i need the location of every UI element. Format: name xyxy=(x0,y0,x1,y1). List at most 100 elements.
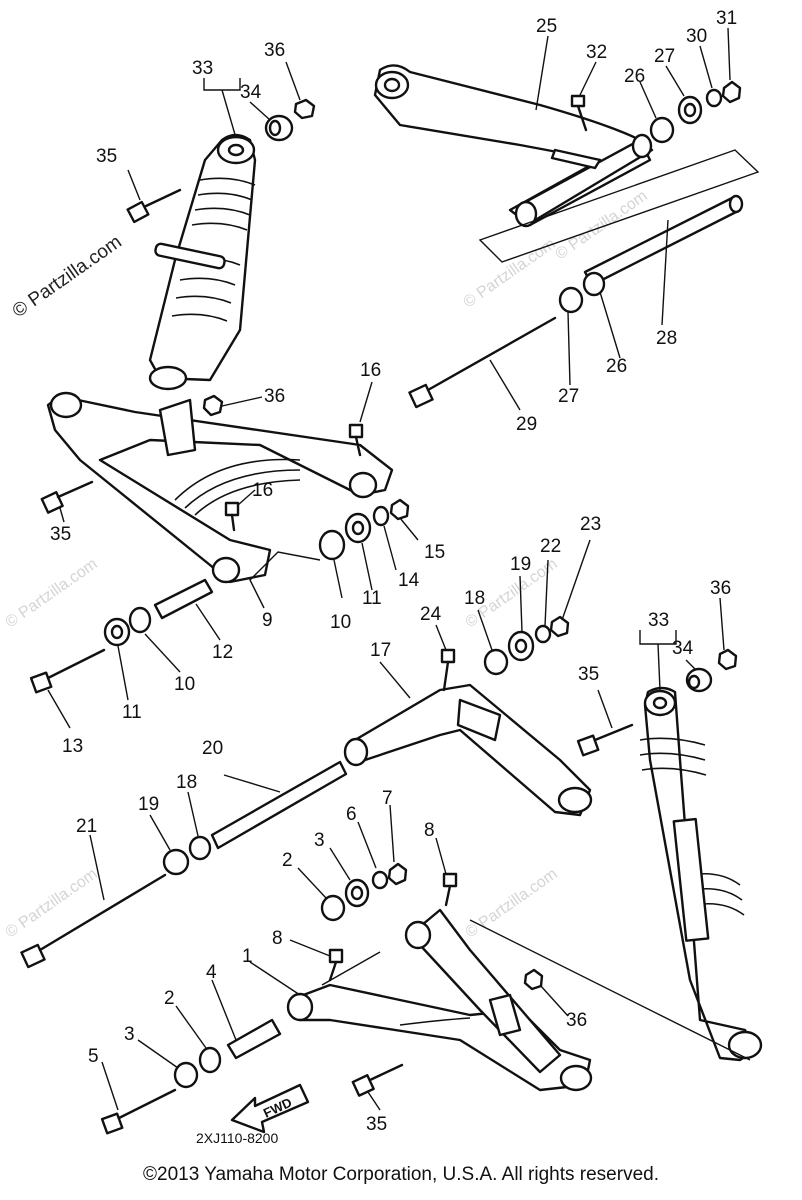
shock-absorber-upper-left xyxy=(148,133,257,391)
nut-31 xyxy=(721,80,742,104)
bushing-10-lower xyxy=(128,606,152,634)
callout-35: 35 xyxy=(96,146,117,167)
callout-36: 36 xyxy=(264,386,285,407)
callout-17: 17 xyxy=(370,640,391,661)
watermark-main: © Partzilla.com xyxy=(9,231,126,322)
bushing-34-right xyxy=(685,667,713,693)
bolt-5 xyxy=(100,1088,177,1135)
callout-24: 24 xyxy=(420,604,442,625)
callout-15: 15 xyxy=(424,542,445,563)
washer-11-lower xyxy=(103,617,131,647)
grease-nipple-32 xyxy=(570,94,588,132)
part-code: 2XJ110-8200 xyxy=(196,1130,278,1146)
collar-20 xyxy=(210,760,348,850)
callout-27: 27 xyxy=(558,386,579,407)
callout-36: 36 xyxy=(566,1010,587,1031)
upper-arm-middle xyxy=(343,683,593,817)
collar-12 xyxy=(153,578,214,620)
bushing-26-lower xyxy=(582,271,606,297)
watermark: © Partzilla.com xyxy=(3,866,101,942)
callout-13: 13 xyxy=(62,736,83,757)
collar-4 xyxy=(226,1018,282,1060)
callout-8: 8 xyxy=(424,820,435,841)
copyright-notice: ©2013 Yamaha Motor Corporation, U.S.A. A… xyxy=(143,1164,659,1185)
callout-4: 4 xyxy=(206,962,217,983)
callout-32: 32 xyxy=(586,42,607,63)
callout-9: 9 xyxy=(262,610,273,631)
watermark: © Partzilla.com xyxy=(3,556,101,632)
nut-36-upper xyxy=(293,98,316,120)
lower-arm-bottom xyxy=(286,908,593,1092)
callout-20: 20 xyxy=(202,738,223,759)
upper-arm-right xyxy=(373,64,654,228)
washer-22 xyxy=(534,624,552,644)
washer-11-upper xyxy=(344,512,372,544)
washer-19-lower xyxy=(162,848,190,876)
bushing-34-upper xyxy=(264,114,294,142)
callout-36: 36 xyxy=(264,40,285,61)
callout-27: 27 xyxy=(654,46,675,67)
callout-30: 30 xyxy=(686,26,707,47)
callout-35: 35 xyxy=(50,524,71,545)
nut-36-middle xyxy=(202,394,224,417)
callout-34: 34 xyxy=(672,638,694,659)
callout-23: 23 xyxy=(580,514,601,535)
callout-5: 5 xyxy=(88,1046,99,1067)
callouts: 1 2 2 3 3 4 5 6 7 8 8 9 10 10 11 11 12 1… xyxy=(50,8,737,1135)
forward-label: FWD xyxy=(261,1095,294,1121)
callout-28: 28 xyxy=(656,328,677,349)
bolt-13 xyxy=(29,648,106,694)
callout-33: 33 xyxy=(648,610,669,631)
washer-6 xyxy=(371,870,389,890)
washer-30 xyxy=(705,88,723,108)
bolt-29 xyxy=(408,316,557,409)
callout-3: 3 xyxy=(124,1024,135,1045)
callout-26: 26 xyxy=(624,66,645,87)
callout-16: 16 xyxy=(360,360,381,381)
callout-36: 36 xyxy=(710,578,731,599)
callout-2: 2 xyxy=(282,850,293,871)
washer-3-lower xyxy=(173,1061,199,1089)
grease-nipple-16-upper xyxy=(348,423,364,457)
leader-lines xyxy=(47,27,731,1111)
nut-15 xyxy=(389,498,410,521)
bushing-2-lower xyxy=(198,1046,222,1074)
callout-34: 34 xyxy=(240,82,262,103)
callout-26: 26 xyxy=(606,356,627,377)
nut-36-bottom xyxy=(523,968,544,991)
nut-23 xyxy=(549,615,570,638)
callout-2: 2 xyxy=(164,988,175,1009)
washer-19-upper xyxy=(507,630,535,662)
callout-18: 18 xyxy=(464,588,485,609)
bushing-10-upper xyxy=(318,529,346,561)
callout-31: 31 xyxy=(716,8,737,29)
bolt-35-right xyxy=(576,723,634,757)
callout-1: 1 xyxy=(242,946,253,967)
washer-3-upper xyxy=(344,878,370,908)
callout-22: 22 xyxy=(540,536,561,557)
grease-nipple-16-lower xyxy=(224,501,240,532)
callout-11: 11 xyxy=(122,702,142,723)
watermarks: © Partzilla.com © Partzilla.com © Partzi… xyxy=(3,188,651,942)
callout-18: 18 xyxy=(176,772,197,793)
bolt-35-bottom xyxy=(351,1063,404,1097)
bushing-26-upper xyxy=(649,116,675,144)
callout-29: 29 xyxy=(516,414,537,435)
nut-7 xyxy=(387,862,408,886)
forward-arrow: FWD xyxy=(230,1083,310,1134)
washer-27-upper xyxy=(677,95,703,125)
nut-36-right xyxy=(717,648,738,671)
callout-11: 11 xyxy=(362,588,382,609)
grease-nipple-8-lower xyxy=(328,948,344,982)
bushing-18-upper xyxy=(483,648,509,676)
bushing-2-upper xyxy=(320,894,346,922)
callout-16: 16 xyxy=(252,480,273,501)
washer-27-lower xyxy=(558,286,584,314)
callout-21: 21 xyxy=(76,816,97,837)
callout-6: 6 xyxy=(346,804,357,825)
callout-35: 35 xyxy=(366,1114,387,1135)
watermark: © Partzilla.com xyxy=(463,866,561,942)
bushing-18-lower xyxy=(188,835,212,861)
grease-nipple-24 xyxy=(440,648,456,692)
callout-3: 3 xyxy=(314,830,325,851)
